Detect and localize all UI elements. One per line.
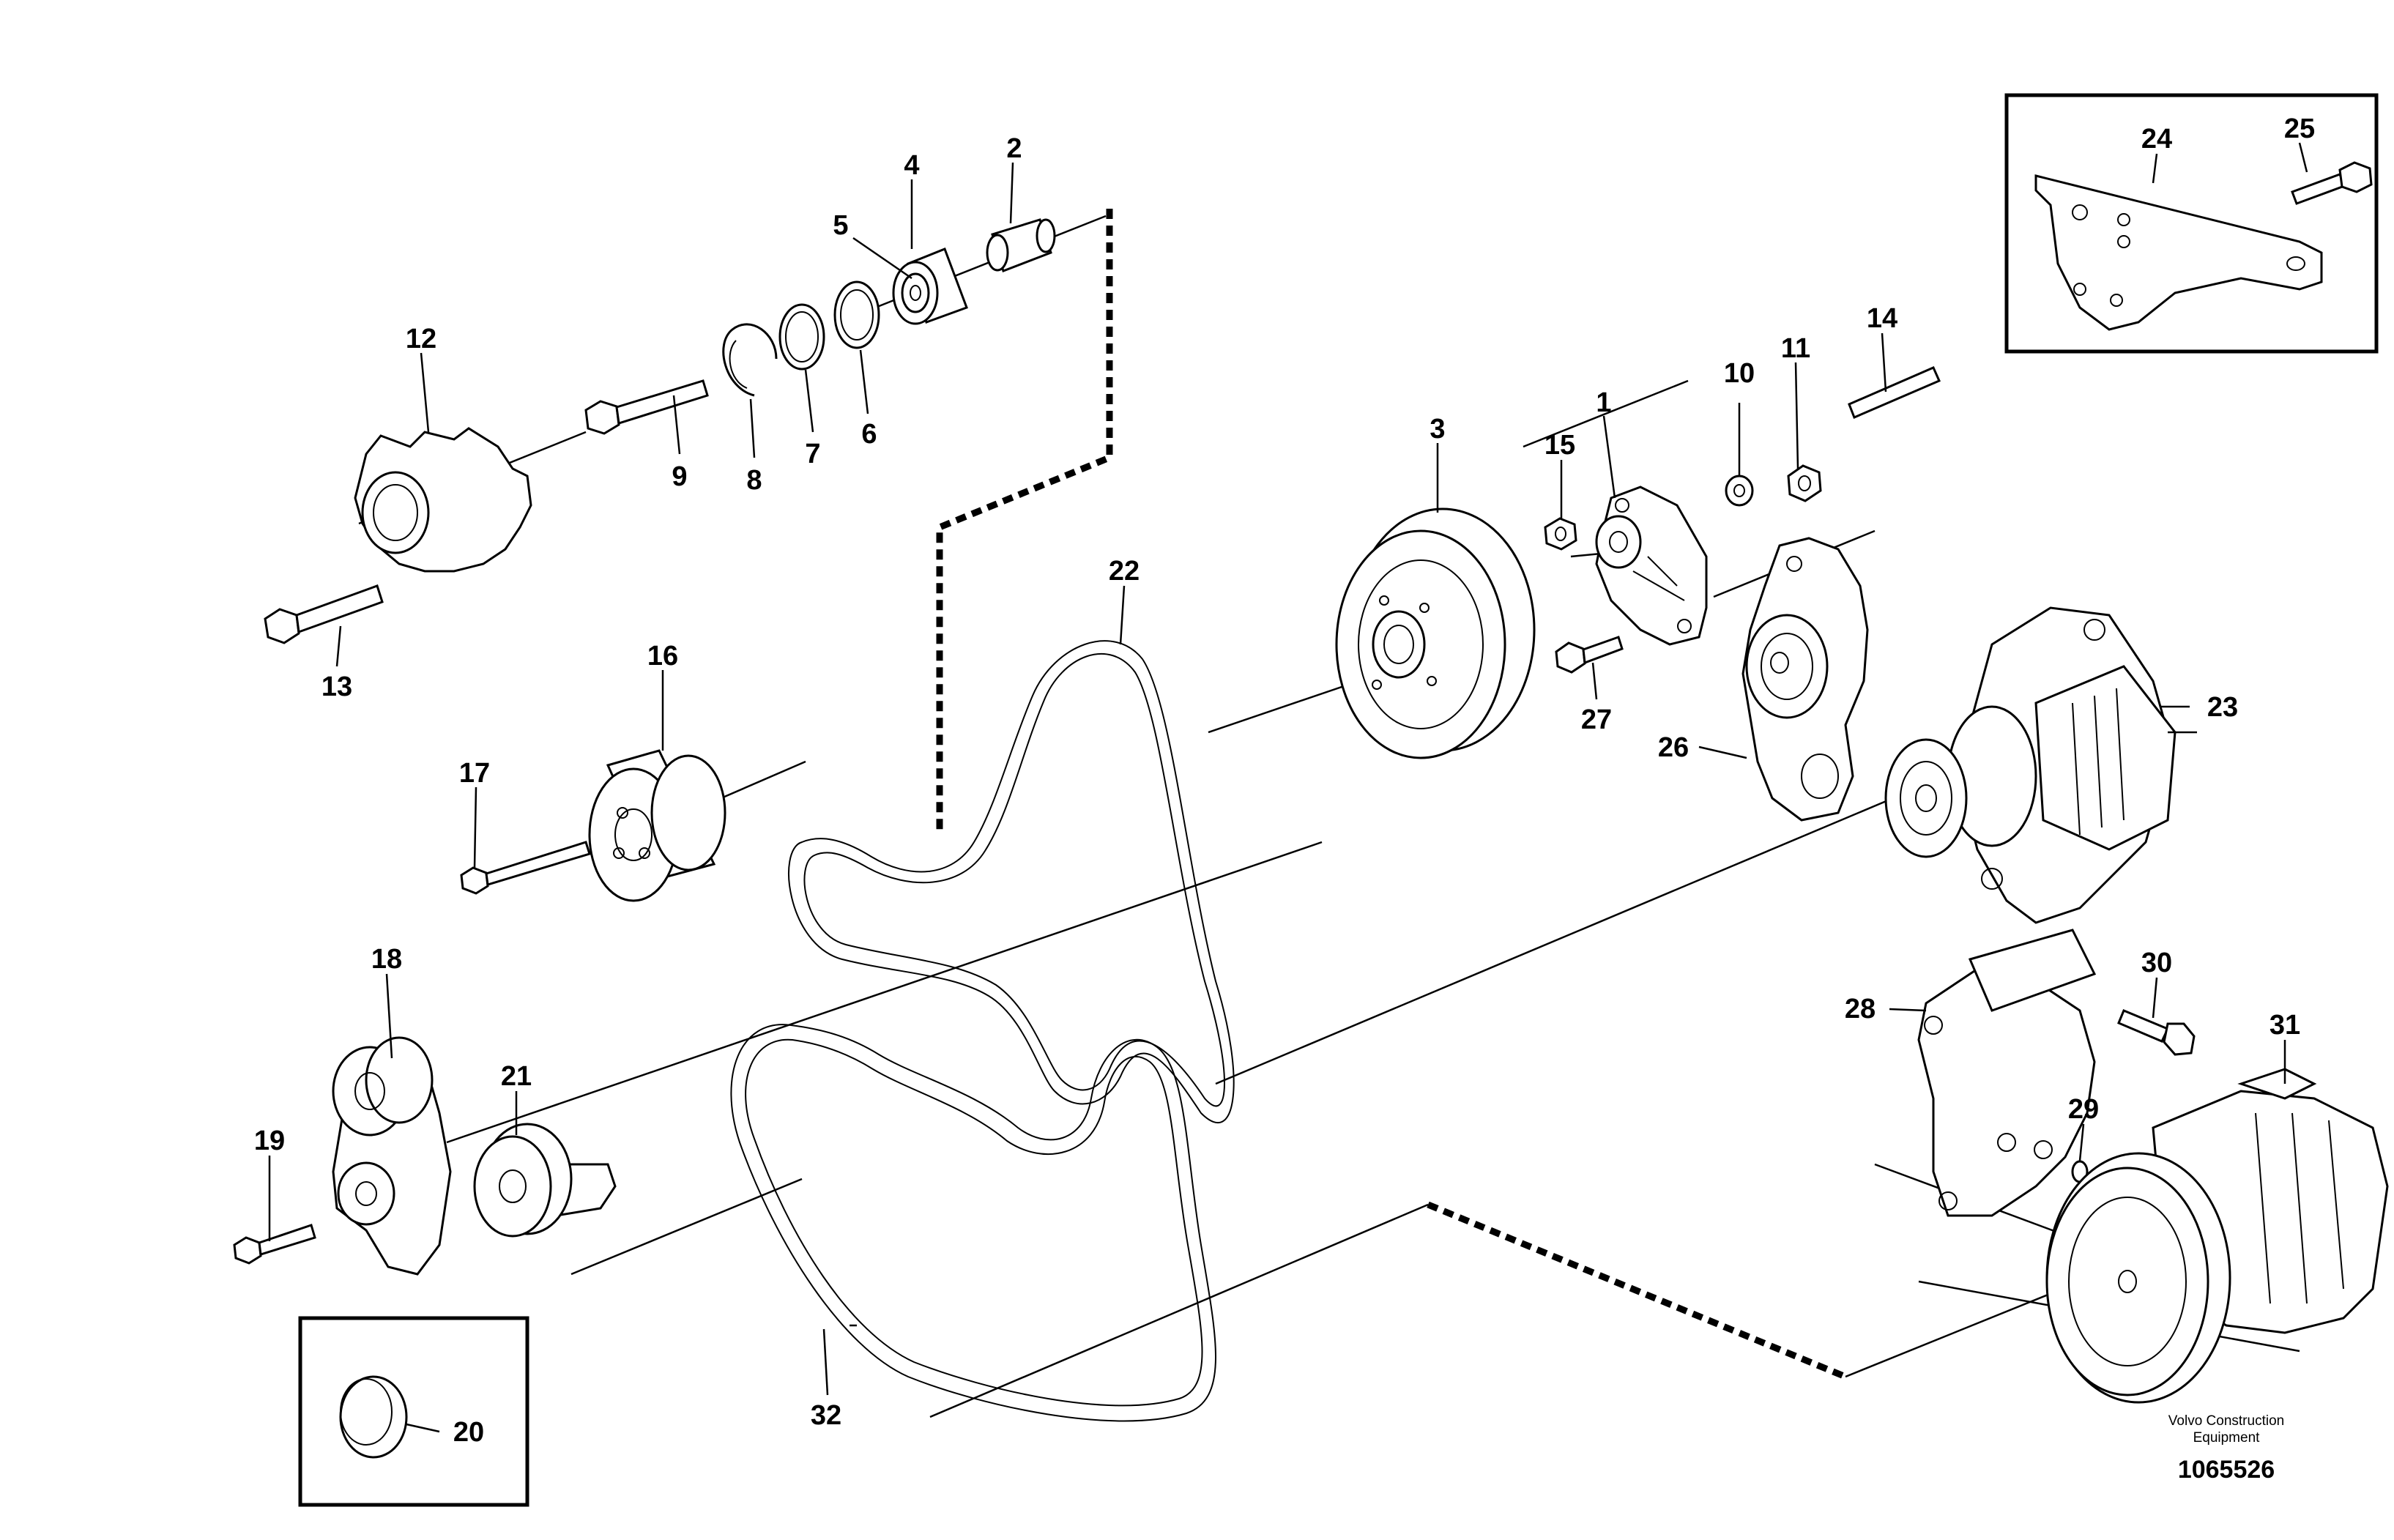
callout-21: 21 [501,1061,532,1092]
callout-26: 26 [1658,732,1689,763]
callout-25: 25 [2284,114,2315,144]
callout-3: 3 [1430,414,1445,444]
drive-belt-22 [788,640,1235,1124]
part-31-ac-compressor [2045,1068,2389,1404]
part-16-pulley [588,749,726,902]
part-25-bolt [2291,161,2373,205]
callout-16: 16 [647,641,678,672]
drive-belt-32 [730,1024,1216,1422]
callout-27: 27 [1581,704,1612,735]
part-20-plug [339,1375,408,1459]
part-24-bracket [2034,174,2323,331]
callout-28: 28 [1845,994,1876,1024]
callout-15: 15 [1544,430,1575,461]
callout-10: 10 [1724,358,1755,389]
part-6-ring [833,280,880,349]
part-7-ring [778,303,825,371]
part-8-circlip [722,323,778,397]
part-27-screw [1555,636,1624,674]
part-26-belt-tensioner [1741,537,1869,822]
publisher-caption: Volvo Construction Equipment 1065526 [2168,1413,2284,1484]
callout-7: 7 [805,439,820,469]
part-14-stud [1848,366,1941,419]
callout-6: 6 [861,419,877,450]
drawing-number: 1065526 [2178,1456,2275,1484]
leader-lines [268,142,2308,1433]
publisher-line-1: Volvo Construction [2168,1413,2284,1429]
callout-24: 24 [2141,124,2172,155]
callout-2: 2 [1006,133,1022,164]
dashed-reference-line-bottom [1427,1201,1847,1380]
callout-11: 11 [1781,333,1810,364]
part-9-bolt [584,379,709,435]
dashed-reference-line-top [936,209,1113,835]
callout-14: 14 [1867,303,1897,334]
part-11-nut [1787,464,1822,502]
callout-23: 23 [2207,692,2238,723]
callout-5: 5 [833,210,848,241]
callout-19: 19 [254,1126,285,1156]
callout-8: 8 [746,465,762,496]
callout-1: 1 [1596,387,1611,418]
callout-12: 12 [406,324,436,354]
part-3-crankshaft-pulley [1335,507,1536,759]
part-21-idler [473,1123,617,1238]
callout-32: 32 [811,1400,841,1431]
publisher-line-2: Equipment [2193,1430,2261,1446]
part-19-bolt [233,1224,316,1265]
callout-17: 17 [459,758,490,789]
callout-22: 22 [1109,556,1140,587]
callout-4: 4 [904,150,919,181]
callout-31: 31 [2270,1010,2300,1041]
part-4-idler-pulley [892,248,968,325]
part-15-nut [1544,517,1577,551]
callout-18: 18 [371,944,402,975]
callout-20: 20 [453,1417,484,1448]
part-23-alternator [1884,606,2197,924]
inset-box-plug [298,1316,529,1507]
callout-29: 29 [2068,1094,2099,1125]
part-17-screw [460,841,591,895]
inset-box-bracket [2004,93,2379,354]
callout-9: 9 [672,461,687,492]
callout-13: 13 [321,672,352,702]
callout-labels: 1 2 3 4 5 6 7 8 9 10 11 12 13 14 15 16 1… [254,114,2315,1448]
part-12-impeller [354,427,532,573]
part-1-bracket [1595,486,1708,646]
part-13-bolt [264,584,384,644]
part-30-bolt [2117,1009,2196,1056]
callout-30: 30 [2141,948,2172,978]
part-10-washer [1725,475,1754,507]
part-28-compressor-bracket [1917,929,2097,1217]
part-2-sleeve [986,218,1056,272]
part-18-tensioner [332,1036,452,1276]
